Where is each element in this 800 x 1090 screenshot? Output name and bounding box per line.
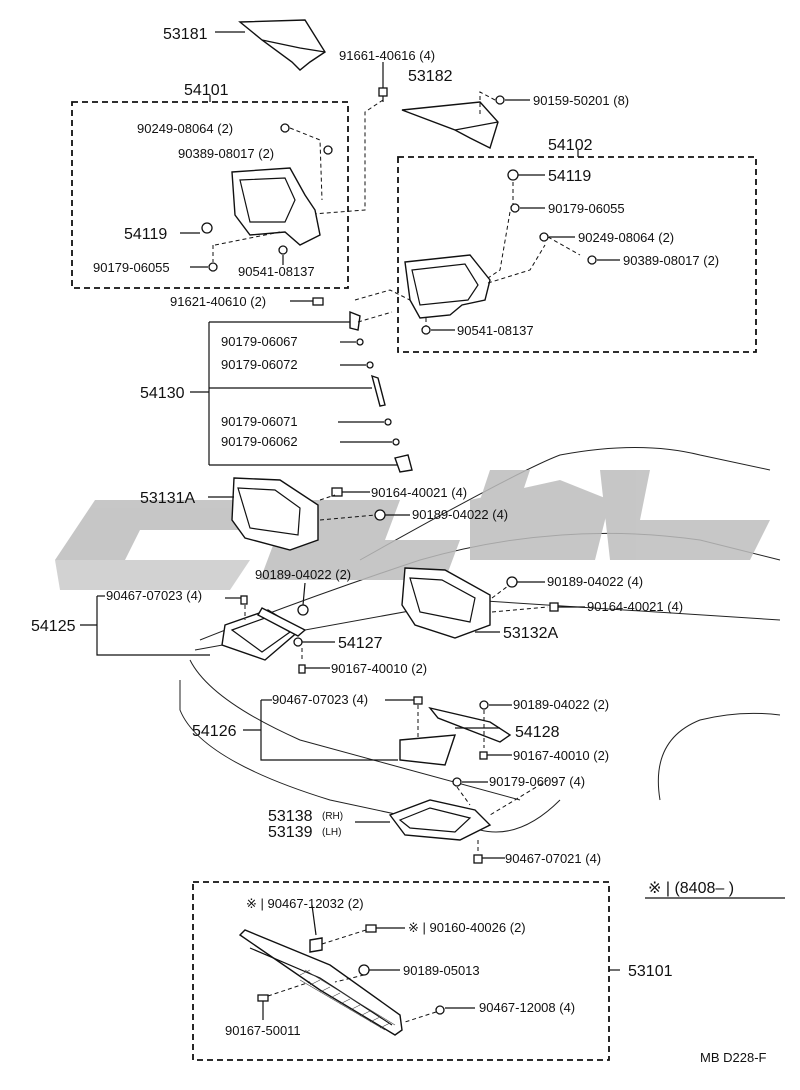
part-53181-cover [215,19,326,71]
label-54119b: 54119 [548,168,591,185]
label-90467e: 90467-12008 (4) [479,1000,575,1015]
part-53138-undercover [355,799,505,864]
label-91621: 91621-40610 (2) [170,294,266,309]
label-53101: 53101 [628,963,673,980]
label-54128: 54128 [515,724,560,741]
label-90167c: 90167-50011 [225,1023,301,1038]
fasteners-top [299,62,530,216]
label-90160: ※ | 90160-40026 (2) [408,920,526,935]
label-90189e: 90189-05013 [403,963,480,978]
part-53132A-duct [401,567,585,639]
label-90249b: 90249-08064 (2) [578,230,674,245]
label-90189c: 90189-04022 (4) [547,574,643,589]
note-text: ※ | (8408– ) [648,880,734,897]
label-53181: 53181 [163,26,208,43]
label-53131A: 53131A [140,490,195,507]
label-53132A: 53132A [503,625,558,642]
label-54127: 54127 [338,635,383,652]
footer-code: MB D228-F [700,1050,767,1065]
label-90179-067: 90179-06067 [221,334,298,349]
label-54101: 54101 [184,82,229,99]
label-53139-lh: (LH) [322,827,341,838]
label-90467a: 90467-07023 (4) [106,588,202,603]
part-53131A-duct [208,477,410,551]
label-54130: 54130 [140,385,185,402]
label-90167a: 90167-40010 (2) [331,661,427,676]
label-90164b: 90164-40021 (4) [587,599,683,614]
label-90467d: ※ | 90467-12032 (2) [246,896,364,911]
label-53138: 53138 [268,808,313,825]
label-90179a: 90179-06055 [93,260,170,275]
part-53101-grille [238,904,475,1036]
label-90467b: 90467-07023 (4) [272,692,368,707]
label-90541b: 90541-08137 [457,323,534,338]
watermark-logo [55,470,770,590]
part-54126-54128-brackets [243,696,549,816]
part-54130-group [190,297,413,473]
grille-mesh [299,969,396,1031]
part-54101-mount [180,123,333,272]
label-90249a: 90249-08064 (2) [137,121,233,136]
label-90189b: 90189-04022 (2) [255,567,351,582]
label-90389a: 90389-08017 (2) [178,146,274,161]
group-box-54101 [71,101,349,289]
label-91661: 91661-40616 (4) [339,48,435,63]
label-90179-062: 90179-06062 [221,434,298,449]
label-54125: 54125 [31,618,76,635]
label-53139: 53139 [268,824,313,841]
label-90179-072: 90179-06072 [221,357,298,372]
label-54119a: 54119 [124,226,167,243]
part-54102-mount [354,169,620,335]
label-53182: 53182 [408,68,453,85]
label-53138-rh: (RH) [322,811,343,822]
label-90179b: 90179-06055 [548,201,625,216]
label-90179-097: 90179-06097 (4) [489,774,585,789]
label-54126: 54126 [192,723,237,740]
label-90167b: 90167-40010 (2) [513,748,609,763]
part-54125-54127-brackets [80,582,335,674]
label-90541a: 90541-08137 [238,264,315,279]
label-90164a: 90164-40021 (4) [371,485,467,500]
label-90467c: 90467-07021 (4) [505,851,601,866]
group-box-53101 [192,881,610,1061]
part-labels: 53181 91661-40616 (4) 53182 90159-50201 … [31,26,767,1065]
label-90159: 90159-50201 (8) [533,93,629,108]
part-53182-cover [401,101,499,149]
label-90189d: 90189-04022 (2) [513,697,609,712]
group-box-54102 [397,156,757,353]
label-90189a: 90189-04022 (4) [412,507,508,522]
label-54102: 54102 [548,137,593,154]
label-90389b: 90389-08017 (2) [623,253,719,268]
label-90179-071: 90179-06071 [221,414,298,429]
